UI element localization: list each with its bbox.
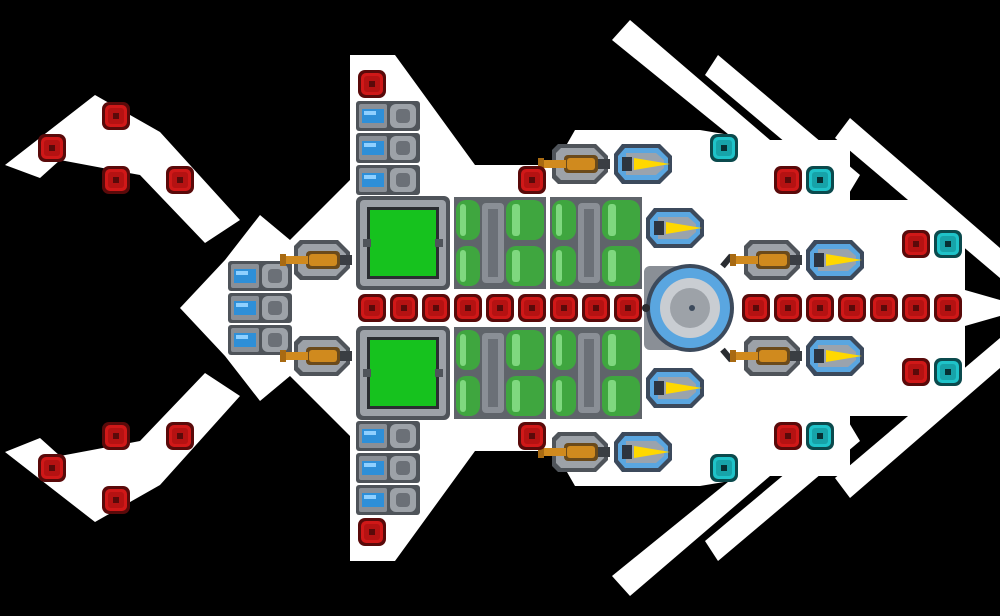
armor-block-5[interactable]: [38, 454, 66, 482]
laser-turret-6[interactable]: [806, 336, 864, 376]
thruster-5[interactable]: [356, 453, 420, 483]
hull-fin-4: [612, 456, 770, 596]
fuel-tank-4[interactable]: [550, 327, 642, 419]
armor-block-24[interactable]: [582, 294, 610, 322]
armor-block-18[interactable]: [390, 294, 418, 322]
hull-fin-5: [705, 421, 860, 561]
armor-block-32[interactable]: [934, 294, 962, 322]
armor-block-10[interactable]: [358, 518, 386, 546]
armor-block-22[interactable]: [518, 294, 546, 322]
fuel-tank-2[interactable]: [550, 197, 642, 289]
armor-block-15[interactable]: [902, 230, 930, 258]
command-core-icon: [642, 253, 734, 363]
armor-block-23[interactable]: [550, 294, 578, 322]
thruster-2[interactable]: [356, 133, 420, 163]
armor-block-9[interactable]: [358, 70, 386, 98]
armor-block-17[interactable]: [358, 294, 386, 322]
armor-block-12[interactable]: [518, 422, 546, 450]
armor-block-3[interactable]: [102, 166, 130, 194]
laser-turret-1[interactable]: [614, 144, 672, 184]
hull-fin-2: [705, 55, 860, 195]
thruster-8[interactable]: [228, 293, 292, 323]
hull-fin-1: [612, 20, 770, 160]
armor-block-26[interactable]: [742, 294, 770, 322]
armor-block-30[interactable]: [870, 294, 898, 322]
armor-block-8[interactable]: [166, 422, 194, 450]
armor-block-20[interactable]: [454, 294, 482, 322]
shield-block-6[interactable]: [934, 358, 962, 386]
thruster-4[interactable]: [356, 421, 420, 451]
armor-block-31[interactable]: [902, 294, 930, 322]
fuel-tank-3[interactable]: [454, 327, 546, 419]
shield-block-3[interactable]: [806, 166, 834, 194]
armor-block-6[interactable]: [102, 422, 130, 450]
armor-block-21[interactable]: [486, 294, 514, 322]
armor-block-4[interactable]: [166, 166, 194, 194]
shield-block-1[interactable]: [710, 134, 738, 162]
armor-block-14[interactable]: [774, 422, 802, 450]
armor-block-11[interactable]: [518, 166, 546, 194]
thruster-6[interactable]: [356, 485, 420, 515]
armor-block-13[interactable]: [774, 166, 802, 194]
armor-block-27[interactable]: [774, 294, 802, 322]
armor-block-28[interactable]: [806, 294, 834, 322]
thruster-3[interactable]: [356, 165, 420, 195]
laser-turret-2[interactable]: [614, 432, 672, 472]
laser-turret-3[interactable]: [646, 208, 704, 248]
shield-block-2[interactable]: [710, 454, 738, 482]
reactor-lower[interactable]: [356, 326, 450, 420]
laser-turret-4[interactable]: [646, 368, 704, 408]
armor-block-7[interactable]: [102, 486, 130, 514]
armor-block-29[interactable]: [838, 294, 866, 322]
shield-block-5[interactable]: [934, 230, 962, 258]
armor-block-19[interactable]: [422, 294, 450, 322]
reactor-upper[interactable]: [356, 196, 450, 290]
armor-block-25[interactable]: [614, 294, 642, 322]
fuel-tank-1[interactable]: [454, 197, 546, 289]
armor-block-16[interactable]: [902, 358, 930, 386]
armor-block-1[interactable]: [38, 134, 66, 162]
shield-block-4[interactable]: [806, 422, 834, 450]
armor-block-2[interactable]: [102, 102, 130, 130]
thruster-1[interactable]: [356, 101, 420, 131]
laser-turret-5[interactable]: [806, 240, 864, 280]
